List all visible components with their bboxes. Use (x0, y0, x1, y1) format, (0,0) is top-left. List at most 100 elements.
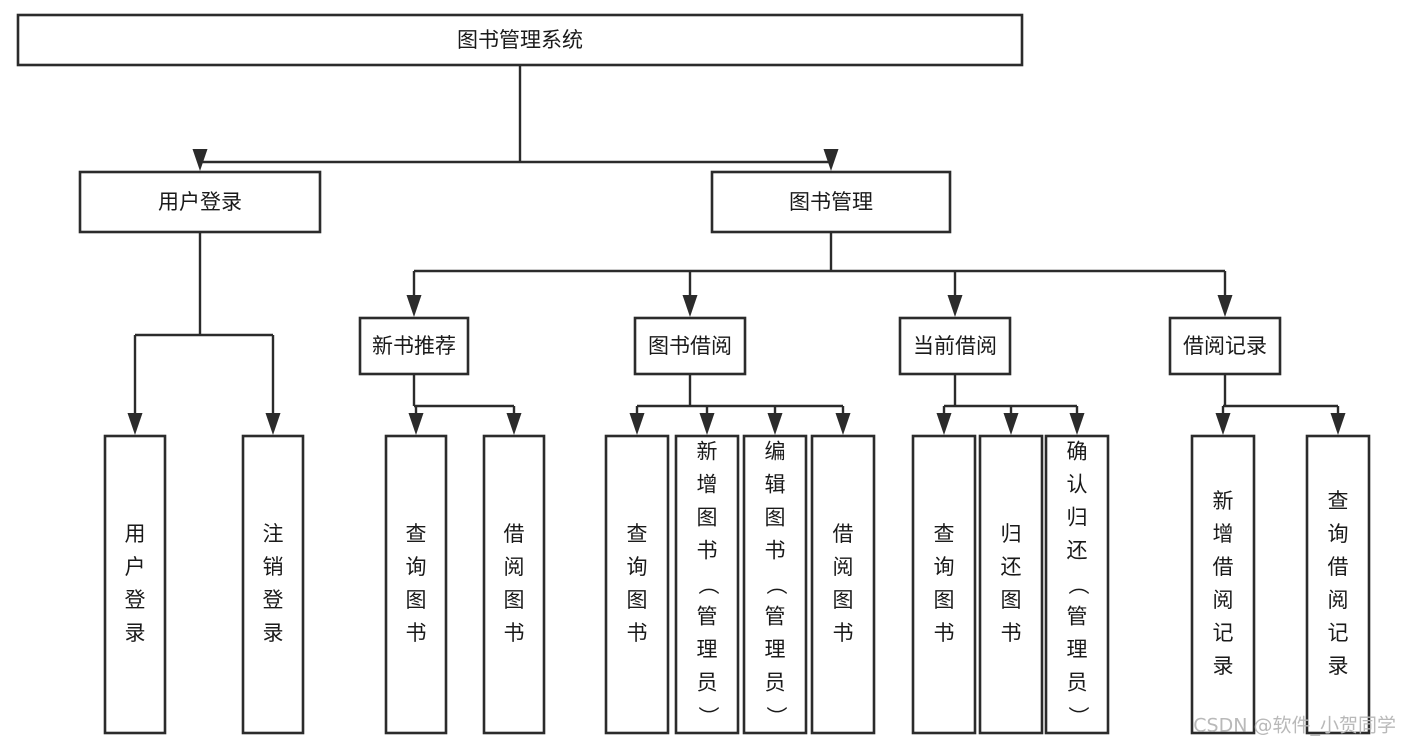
node-leaf-login-1[interactable]: 用户登录 (103, 434, 167, 735)
node-label: 借阅记录 (1183, 334, 1267, 358)
node-label: 当前借阅 (913, 334, 997, 358)
node-label-char: 书 (406, 621, 427, 645)
node-label-char: 图 (1001, 588, 1022, 612)
node-label-char: 询 (1328, 522, 1349, 546)
node-label-char: 管 (1067, 605, 1088, 629)
node-borrow[interactable]: 图书借阅 (633, 316, 747, 376)
connector-bus-root (192, 65, 839, 171)
node-label-char: 图 (627, 588, 648, 612)
arrow-head-icon (408, 413, 424, 435)
node-box (482, 434, 546, 735)
node-label-char: 图 (934, 588, 955, 612)
arrow-head-icon (823, 149, 839, 171)
node-label-char: 新 (1213, 489, 1234, 513)
node-label-char: 户 (125, 555, 146, 579)
node-label-char: 借 (1213, 555, 1234, 579)
node-label-char: 录 (1213, 654, 1234, 678)
node-label-char: 管 (697, 605, 718, 629)
arrow-head-icon (699, 413, 715, 435)
arrow-head-icon (682, 295, 698, 317)
node-label-char: 借 (504, 522, 525, 546)
node-label-char: 辑 (765, 473, 786, 497)
node-label-char: 书 (833, 621, 854, 645)
node-label-char: 阅 (1213, 588, 1234, 612)
node-label: 用户登录 (158, 190, 242, 214)
node-label-char: 书 (934, 621, 955, 645)
node-label-char: 查 (1328, 489, 1349, 513)
node-label-char: 销 (263, 555, 284, 579)
node-label-char: 登 (125, 588, 146, 612)
node-label-char: 登 (263, 588, 284, 612)
node-box (103, 434, 167, 735)
node-box (810, 434, 876, 735)
arrow-head-icon (406, 295, 422, 317)
node-label-char: （ (764, 574, 788, 595)
node-label-char: 书 (627, 621, 648, 645)
arrow-head-icon (835, 413, 851, 435)
node-label-char: 查 (934, 522, 955, 546)
watermark-layer: CSDN @软件_小贺同学 (1193, 715, 1396, 737)
node-box (674, 434, 740, 735)
node-label-char: 理 (697, 638, 718, 662)
node-label-char: 图 (697, 506, 718, 530)
connector-bus-book (406, 232, 1233, 317)
arrow-head-icon (936, 413, 952, 435)
node-box (1044, 434, 1110, 735)
node-label-char: 管 (765, 605, 786, 629)
arrow-head-icon (1330, 413, 1346, 435)
node-label-char: 查 (627, 522, 648, 546)
node-label-char: ） (696, 706, 720, 727)
node-box (742, 434, 808, 735)
node-label-char: 新 (697, 440, 718, 464)
node-label-char: ） (764, 706, 788, 727)
node-label-char: 注 (263, 522, 284, 546)
node-label-char: 阅 (1328, 588, 1349, 612)
node-box (1168, 316, 1282, 376)
node-label-char: 询 (627, 555, 648, 579)
connector-layer (127, 65, 1346, 435)
node-current[interactable]: 当前借阅 (898, 316, 1012, 376)
node-label-char: 图 (765, 506, 786, 530)
node-label-char: 编 (765, 440, 786, 464)
node-label: 新书推荐 (372, 334, 456, 358)
node-label-char: 员 (697, 671, 718, 695)
node-box (710, 170, 952, 234)
node-label-char: 图 (504, 588, 525, 612)
node-label-char: （ (696, 574, 720, 595)
node-box (633, 316, 747, 376)
node-box (241, 434, 305, 735)
watermark-label: CSDN @软件_小贺同学 (1193, 715, 1396, 737)
node-label-char: 记 (1213, 621, 1234, 645)
node-layer: 图书管理系统用户登录图书管理新书推荐图书借阅当前借阅借阅记录用户登录注销登录查询… (16, 13, 1371, 735)
node-bookmgmt[interactable]: 图书管理 (710, 170, 952, 234)
arrow-head-icon (767, 413, 783, 435)
node-label-char: 借 (1328, 555, 1349, 579)
node-login[interactable]: 用户登录 (78, 170, 322, 234)
node-label-char: 用 (125, 522, 146, 546)
node-newbook[interactable]: 新书推荐 (358, 316, 470, 376)
node-box (898, 316, 1012, 376)
node-label-char: 录 (125, 621, 146, 645)
node-box (384, 434, 448, 735)
node-label-char: 图 (406, 588, 427, 612)
node-label-char: 书 (697, 539, 718, 563)
node-root[interactable]: 图书管理系统 (16, 13, 1024, 67)
node-label-char: 还 (1067, 539, 1088, 563)
node-label-char: 增 (697, 473, 718, 497)
arrow-head-icon (127, 413, 143, 435)
node-records[interactable]: 借阅记录 (1168, 316, 1282, 376)
node-label: 图书管理系统 (457, 28, 583, 52)
